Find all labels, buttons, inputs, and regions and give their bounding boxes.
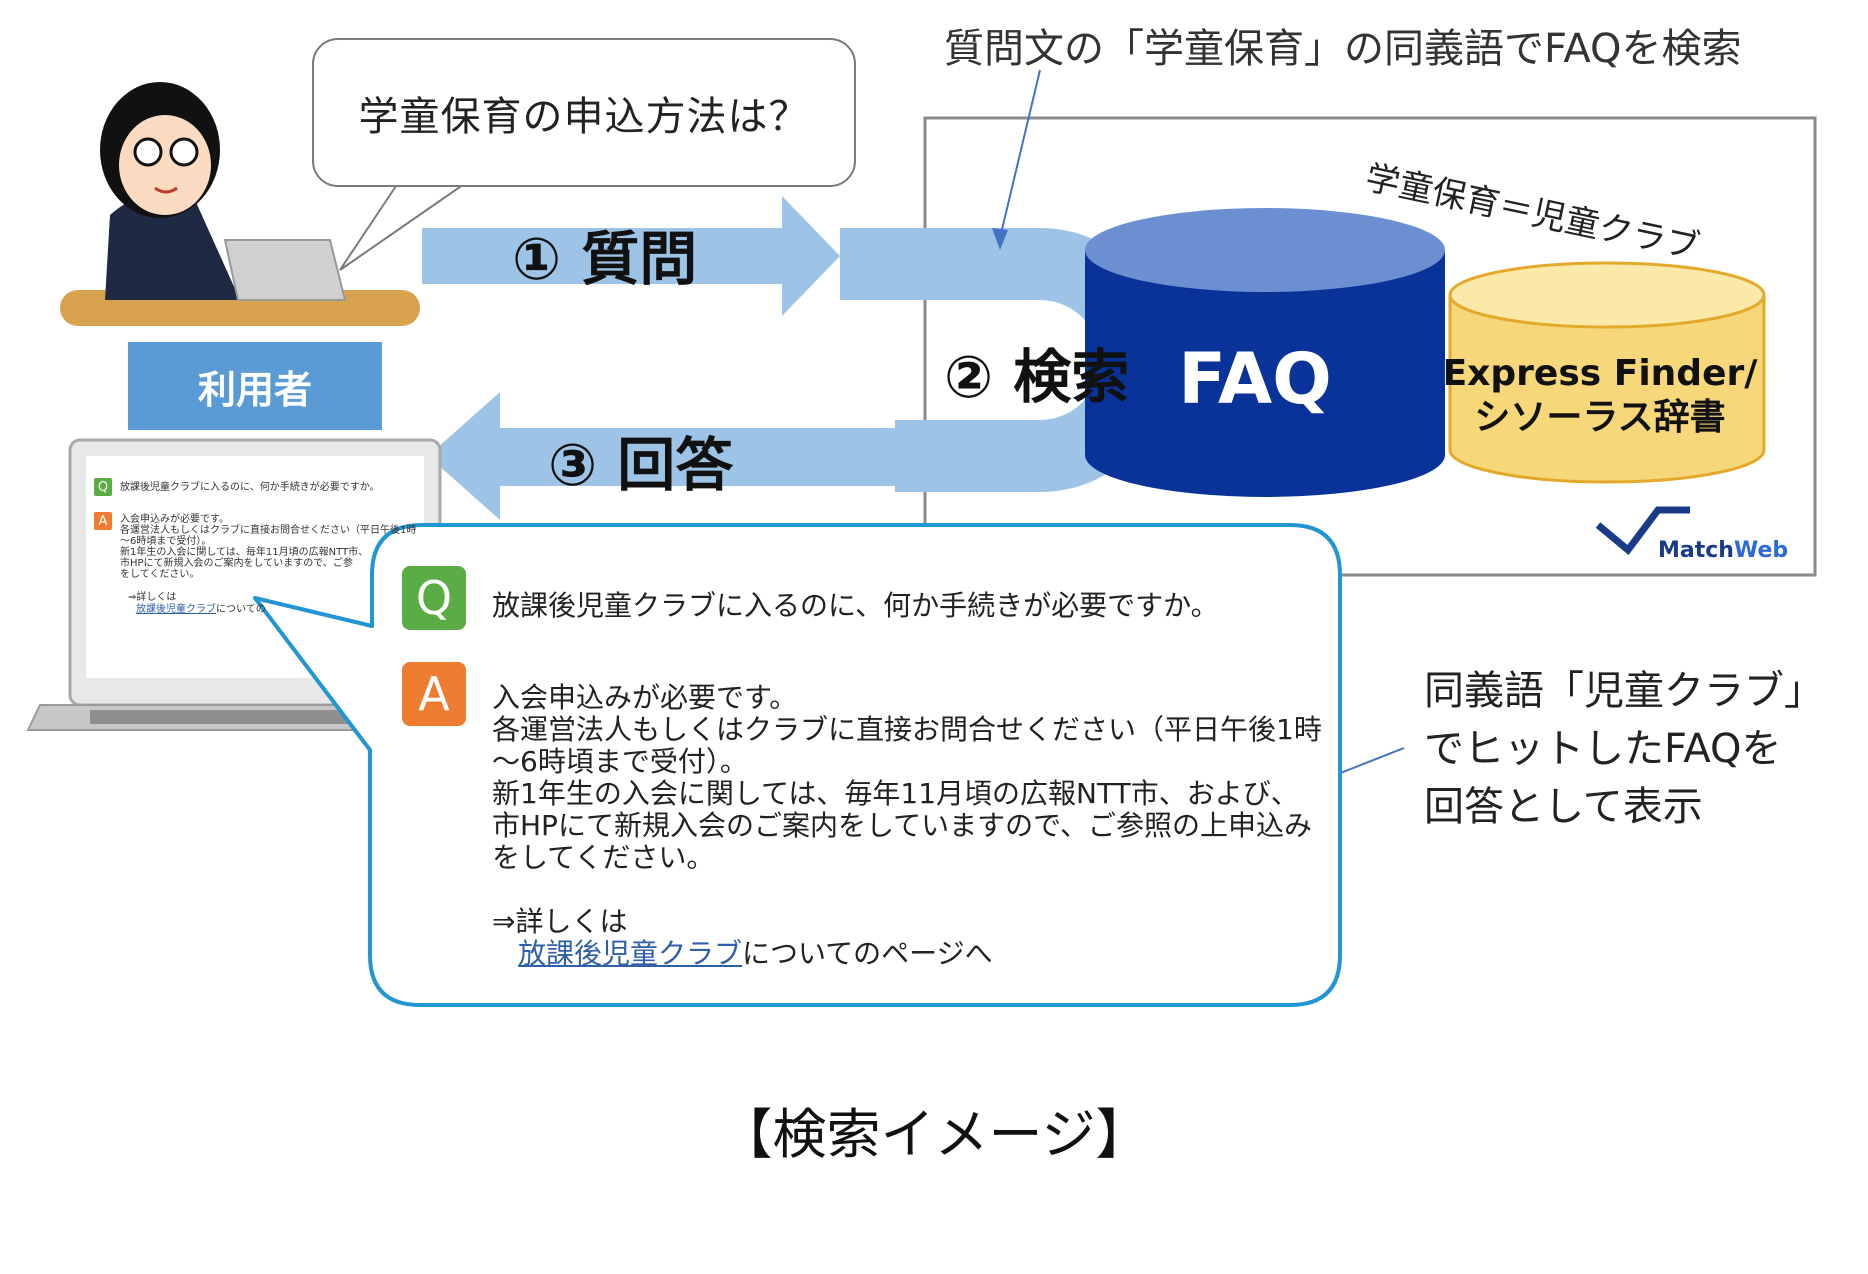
logo-part-2: Web [1733, 538, 1789, 563]
screen-more-prefix: ⇒詳しくは [128, 592, 177, 603]
logo: MatchWeb [1658, 538, 1788, 563]
faq-answer-line-4: 新1年生の入会に関しては、毎年11月頃の広報NTT市、および、 [492, 777, 1299, 810]
person-mouth [154, 186, 178, 194]
logo-mark [1595, 506, 1690, 556]
search-pointer-line [999, 69, 1041, 239]
thesaurus-cylinder [1448, 293, 1766, 484]
thesaurus-cylinder-top [1448, 261, 1766, 329]
result-note-line-2: でヒットしたFAQを [1424, 726, 1782, 772]
answer-bubble [253, 523, 1342, 1007]
result-note-line-3: 回答として表示 [1424, 784, 1703, 830]
faq-more: 放課後児童クラブについてのページへ [518, 932, 993, 972]
faq-more-prefix: ⇒詳しくは [492, 905, 628, 938]
screen-answer-line-2: 各運営法人もしくはクラブに直接お問合せください（平日午後1時 [120, 525, 417, 536]
step-answer-label: ③ 回答 [548, 431, 734, 499]
faq-question: 放課後児童クラブに入るのに、何か手続きが必要ですか。 [492, 589, 1219, 622]
step-ask-label: ① 質問 [512, 225, 698, 293]
figure-caption: 【検索イメージ】 [718, 1103, 1150, 1166]
faq-more-link[interactable]: 放課後児童クラブ [518, 937, 743, 970]
screen-answer-line-6: をしてください。 [120, 569, 200, 580]
screen-answer-line-4: 新1年生の入会に関しては、毎年11月頃の広報NTT市、 [120, 547, 369, 558]
screen-more-link[interactable]: 放課後児童クラブ [136, 604, 216, 615]
a-badge: A [402, 662, 466, 726]
faq-answer-line-2: 各運営法人もしくはクラブに直接お問合せください（平日午後1時 [492, 713, 1322, 746]
screen-more: 放課後児童クラブについての [136, 604, 266, 615]
faq-cylinder [1085, 250, 1445, 497]
result-note: 同義語「児童クラブ」 でヒットしたFAQを 回答として表示 [1424, 662, 1824, 836]
screen-answer-line-3: ～6時頃まで受付）。 [120, 536, 212, 547]
thesaurus-line-1: Express Finder/ [1442, 353, 1758, 394]
person-face [119, 115, 211, 215]
screen-more-suffix: についての [216, 604, 266, 615]
person-body [105, 192, 240, 300]
result-note-line-1: 同義語「児童クラブ」 [1424, 668, 1824, 714]
faq-more-suffix: についてのページへ [742, 937, 993, 970]
thesaurus-db-label: Express Finder/ シソーラス辞書 [1440, 352, 1760, 440]
faq-cylinder-top [1085, 208, 1445, 292]
faq-answer-line-1: 入会申込みが必要です。 [492, 681, 798, 714]
faq-db-label: FAQ [1178, 338, 1332, 420]
answer-arrow [428, 392, 900, 520]
screen-a-badge: A [94, 512, 112, 530]
screen-q-badge: Q [94, 478, 112, 496]
glasses-left [133, 137, 163, 167]
faq-answer-line-5: 市HPにて新規入会のご案内をしていますので、ご参照の上申込み [492, 809, 1312, 842]
screen-question: 放課後児童クラブに入るのに、何か手続きが必要ですか。 [120, 482, 380, 493]
q-badge: Q [402, 566, 466, 630]
person-laptop [223, 239, 347, 301]
screen-answer-line-1: 入会申込みが必要です。 [120, 514, 229, 525]
faq-answer-line-6: をしてください。 [492, 841, 715, 874]
faq-answer-line-3: ～6時頃まで受付）。 [492, 745, 748, 778]
search-note: 質問文の「学童保育」の同義語でFAQを検索 [944, 26, 1742, 72]
search-pointer-head [992, 228, 1008, 250]
thesaurus-line-2: シソーラス辞書 [1474, 397, 1726, 438]
screen-answer-line-5: 市HPにて新規入会のご案内をしていますので、ご参 [120, 558, 353, 569]
glasses-right [169, 137, 199, 167]
step-search-label: ② 検索 [944, 343, 1130, 411]
user-label: 利用者 [128, 342, 382, 430]
user-question: 学童保育の申込方法は？ [358, 93, 810, 140]
user-question-bubble: 学童保育の申込方法は？ [312, 38, 856, 187]
logo-part-1: Match [1658, 538, 1734, 563]
ask-arrow [422, 196, 840, 316]
